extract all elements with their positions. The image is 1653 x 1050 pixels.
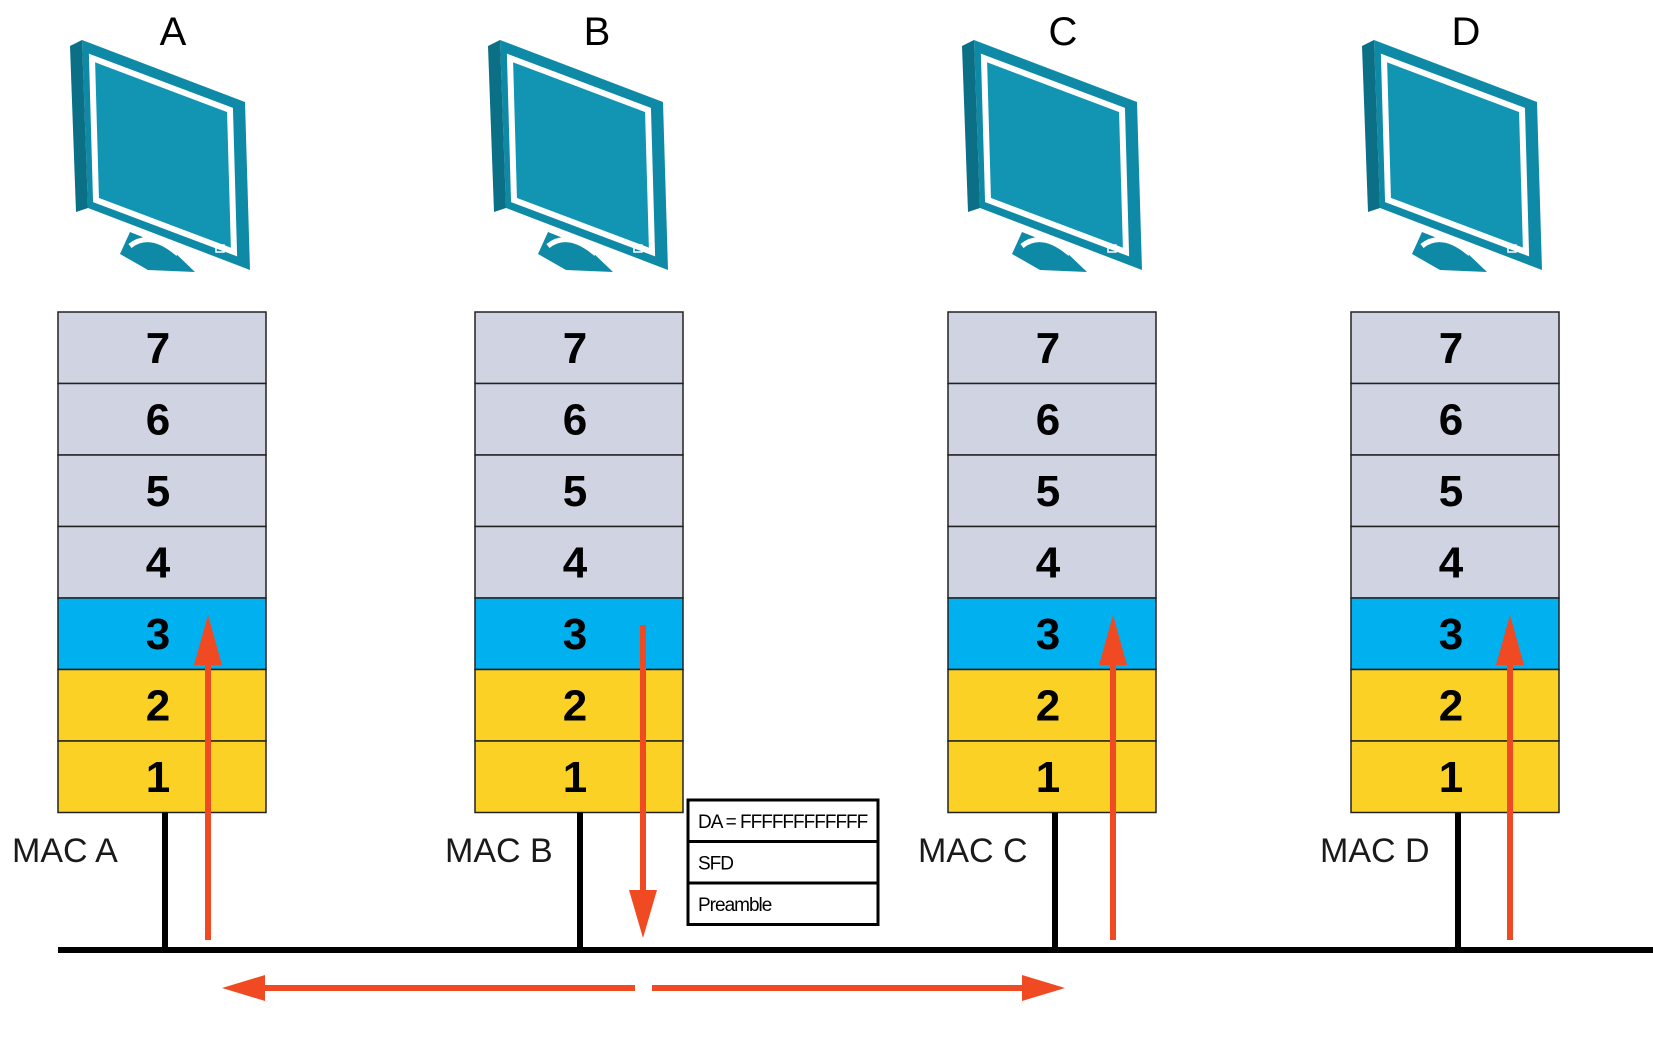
layer-5-label: 5 — [1439, 467, 1463, 516]
layer-6-cell — [1350, 382, 1560, 456]
layer-7-cell — [474, 311, 684, 385]
layer-5-label: 5 — [146, 467, 170, 516]
layer-4-cell — [1350, 525, 1560, 599]
layer-4-cell — [57, 525, 267, 599]
frame-field-box — [686, 798, 880, 843]
mac-c-label: MAC C — [918, 832, 1028, 870]
layer-7-cell — [1350, 311, 1560, 385]
host-a-label: A — [160, 10, 187, 54]
layer-3-label: 3 — [1036, 610, 1060, 659]
layer-5-label: 5 — [1036, 467, 1060, 516]
arrow-up-a — [194, 615, 222, 940]
osi-stack-d: 7 6 5 4 3 2 1 — [1350, 311, 1560, 814]
layer-2-label: 2 — [1036, 681, 1060, 730]
layer-2-cell — [1350, 668, 1560, 742]
host-c-label: C — [1049, 10, 1078, 54]
layer-3-label: 3 — [1439, 610, 1463, 659]
layer-5-cell — [474, 454, 684, 528]
frame-field-label: SFD — [698, 854, 733, 875]
layer-1-label: 1 — [563, 753, 587, 802]
host-d-label: D — [1452, 10, 1481, 54]
arrow-right-head — [1022, 975, 1065, 1001]
layer-6-cell — [947, 382, 1157, 456]
layer-1-label: 1 — [1439, 753, 1463, 802]
layer-1-label: 1 — [1036, 753, 1060, 802]
mac-d-label: MAC D — [1320, 832, 1430, 870]
layer-6-label: 6 — [1439, 395, 1463, 444]
layer-1-label: 1 — [146, 753, 170, 802]
layer-5-label: 5 — [563, 467, 587, 516]
layer-2-cell — [947, 668, 1157, 742]
monitor-icon — [70, 40, 250, 272]
monitor-icon — [962, 40, 1142, 272]
monitor-icon — [1362, 40, 1542, 272]
layer-2-label: 2 — [1439, 681, 1463, 730]
layer-3-cell — [1350, 597, 1560, 671]
arrow-up-c — [1099, 615, 1127, 940]
layer-5-cell — [1350, 454, 1560, 528]
broadcast-arrows — [222, 975, 1065, 1001]
layer-7-label: 7 — [1439, 324, 1463, 373]
arrow-down-b — [629, 625, 657, 938]
layer-6-label: 6 — [563, 395, 587, 444]
osi-stack-b: 7 6 5 4 3 2 1 — [474, 311, 684, 814]
layer-5-cell — [947, 454, 1157, 528]
layer-5-cell — [57, 454, 267, 528]
layer-7-label: 7 — [1036, 324, 1060, 373]
layer-1-cell — [474, 740, 684, 814]
frame-field-label: DA = FFFFFFFFFFFF — [698, 812, 868, 833]
frame-field-box — [686, 881, 880, 926]
host-b-label: B — [584, 10, 611, 54]
osi-stack-a: 7 6 5 4 3 2 1 — [57, 311, 267, 814]
layer-2-cell — [57, 668, 267, 742]
layer-4-label: 4 — [563, 538, 588, 587]
layer-1-cell — [1350, 740, 1560, 814]
layer-7-label: 7 — [563, 324, 587, 373]
mac-b-label: MAC B — [445, 832, 553, 870]
ethernet-frame: DA = FFFFFFFFFFFF SFD Preamble — [686, 798, 880, 926]
layer-4-label: 4 — [146, 538, 171, 587]
layer-3-label: 3 — [146, 610, 170, 659]
layer-1-cell — [947, 740, 1157, 814]
frame-field-box — [686, 840, 880, 885]
layer-2-label: 2 — [146, 681, 170, 730]
layer-7-label: 7 — [146, 324, 170, 373]
layer-3-cell — [474, 597, 684, 671]
frame-field-label: Preamble — [698, 895, 772, 916]
mac-a-label: MAC A — [12, 832, 118, 870]
arrow-up-d — [1496, 615, 1524, 940]
layer-3-label: 3 — [563, 610, 587, 659]
layer-6-cell — [57, 382, 267, 456]
monitor-icon — [488, 40, 668, 272]
arrow-left-head — [222, 975, 265, 1001]
layer-4-label: 4 — [1439, 538, 1464, 587]
layer-7-cell — [57, 311, 267, 385]
layer-4-cell — [947, 525, 1157, 599]
layer-4-label: 4 — [1036, 538, 1061, 587]
layer-6-label: 6 — [1036, 395, 1060, 444]
layer-4-cell — [474, 525, 684, 599]
layer-6-label: 6 — [146, 395, 170, 444]
layer-2-label: 2 — [563, 681, 587, 730]
layer-7-cell — [947, 311, 1157, 385]
osi-stack-c: 7 6 5 4 3 2 1 — [947, 311, 1157, 814]
